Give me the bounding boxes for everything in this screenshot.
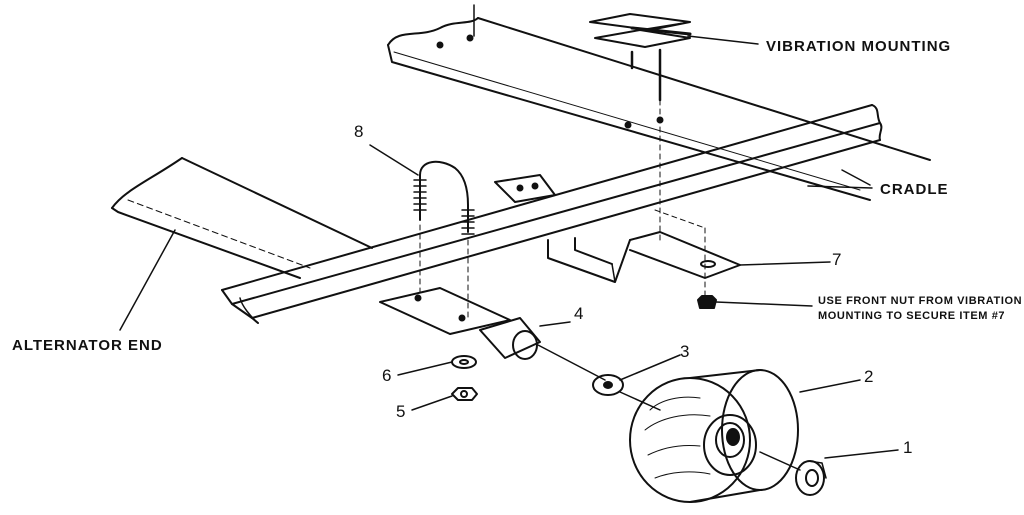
callout-8: 8 [354, 122, 365, 141]
cross-tube [221, 104, 883, 324]
leader-lines [119, 144, 899, 459]
hub-nut [795, 460, 827, 496]
callout-6: 6 [382, 366, 393, 385]
mounting-bracket [494, 174, 741, 283]
callout-4: 4 [574, 304, 585, 323]
u-bolt [413, 160, 475, 319]
vibration-mounting [589, 13, 759, 296]
label-vibration-mounting: VIBRATION MOUNTING [766, 38, 952, 55]
front-nut [697, 295, 717, 309]
callout-2: 2 [864, 367, 875, 386]
wheel [629, 369, 801, 503]
front-cradle-rail [111, 157, 373, 279]
rear-cradle-rail [387, 4, 931, 201]
label-alternator-end: ALTERNATOR END [12, 337, 163, 354]
callout-5: 5 [396, 402, 407, 421]
callout-1: 1 [903, 438, 914, 457]
washer-and-nut [451, 355, 478, 401]
axle [479, 317, 606, 381]
label-cradle: CRADLE [880, 181, 949, 198]
callout-7: 7 [832, 250, 843, 269]
label-front-nut-note: USE FRONT NUT FROM VIBRATION MOUNTING TO… [818, 295, 1023, 322]
callout-3: 3 [680, 342, 691, 361]
